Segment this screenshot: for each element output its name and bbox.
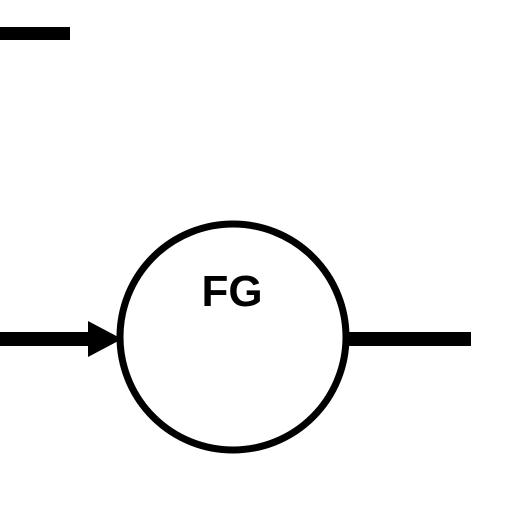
top-left-bar xyxy=(0,27,70,40)
input-connector-line xyxy=(0,332,96,346)
fg-node-label: FG xyxy=(201,267,262,316)
output-connector-line xyxy=(343,332,471,346)
input-arrowhead xyxy=(88,321,122,357)
fg-node-circle xyxy=(116,220,350,454)
